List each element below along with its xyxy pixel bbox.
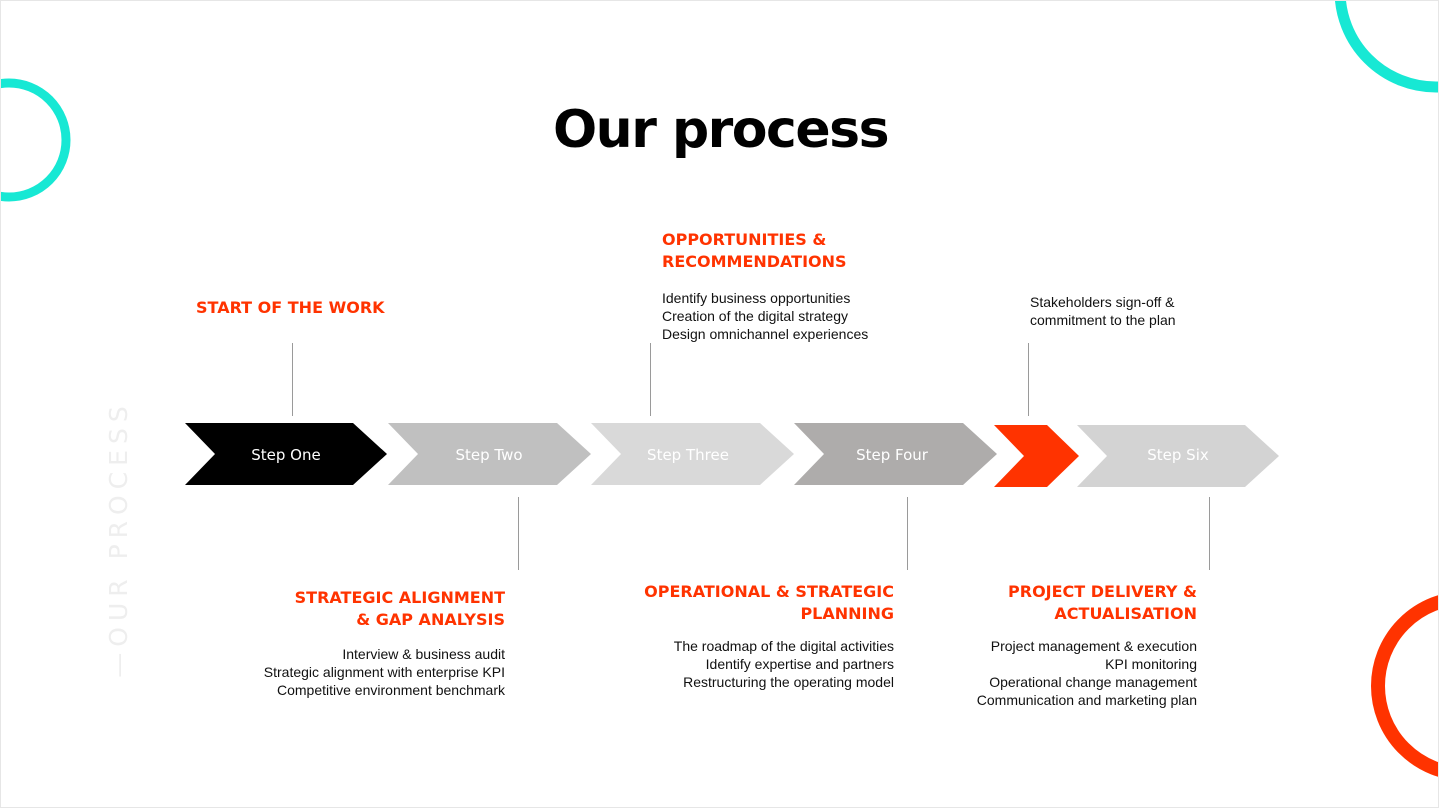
description-line: Strategic alignment with enterprise KPI [263, 664, 505, 680]
connector-phase-6 [1209, 497, 1210, 570]
phase-2-heading: STRATEGIC ALIGNMENT & GAP ANALYSIS [295, 587, 505, 631]
phase-6-description: Project management & execution KPI monit… [977, 637, 1197, 709]
chevron-step-4 [794, 423, 997, 485]
teal-ring-top-right [1335, 1, 1438, 93]
phase-4-description: The roadmap of the digital activities Id… [674, 637, 894, 691]
heading-line: RECOMMENDATIONS [662, 252, 847, 271]
connector-phase-5 [1028, 343, 1029, 416]
heading-line: OPERATIONAL & STRATEGIC [644, 582, 894, 601]
heading-line: STRATEGIC ALIGNMENT [294, 588, 505, 607]
connector-phase-3 [650, 343, 651, 416]
step-1-label: Step One [251, 446, 321, 464]
description-line: KPI monitoring [1105, 656, 1197, 672]
description-line: Design omnichannel experiences [662, 326, 869, 342]
phase-3-heading: OPPORTUNITIES & RECOMMENDATIONS [662, 229, 847, 273]
description-line: Creation of the digital strategy [662, 308, 848, 324]
red-ring-bottom-right [1371, 595, 1438, 777]
step-6-label: Step Six [1147, 446, 1209, 464]
description-line: Competitive environment benchmark [277, 682, 505, 698]
description-line: Identify expertise and partners [705, 656, 894, 672]
description-line: Communication and marketing plan [976, 692, 1197, 708]
phase-4-heading: OPERATIONAL & STRATEGIC PLANNING [644, 581, 894, 625]
phase-6-heading: PROJECT DELIVERY & ACTUALISATION [1008, 581, 1197, 625]
chevron-step-1 [185, 423, 387, 485]
phase-5-description: Stakeholders sign-off & commitment to th… [1030, 293, 1176, 329]
description-line: commitment to the plan [1030, 312, 1176, 328]
phase-2-description: Interview & business audit Strategic ali… [264, 645, 505, 699]
description-line: Project management & execution [990, 638, 1197, 654]
heading-line: PROJECT DELIVERY & [1008, 582, 1197, 601]
description-line: Operational change management [989, 674, 1197, 690]
step-4-label: Step Four [856, 446, 928, 464]
description-line: Stakeholders sign-off & [1030, 294, 1175, 310]
connector-phase-2 [518, 497, 519, 570]
step-2-label: Step Two [455, 446, 523, 464]
teal-ring-left [1, 78, 71, 202]
connector-phase-4 [907, 497, 908, 570]
phase-1-heading: START OF THE WORK [196, 297, 385, 319]
chevron-step-5 [994, 425, 1079, 487]
description-line: The roadmap of the digital activities [673, 638, 894, 654]
chevron-step-2 [388, 423, 591, 485]
page-title: Our process [552, 100, 890, 160]
description-line: Interview & business audit [342, 646, 505, 662]
description-line: Restructuring the operating model [683, 674, 894, 690]
heading-line: OPPORTUNITIES & [662, 230, 827, 249]
connector-phase-1 [292, 343, 293, 416]
chevron-step-3 [591, 423, 794, 485]
heading-line: & GAP ANALYSIS [356, 610, 505, 629]
description-line: Identify business opportunities [662, 290, 851, 306]
chevron-step-6 [1077, 425, 1279, 487]
heading-line: START OF THE WORK [196, 298, 385, 317]
phase-3-description: Identify business opportunities Creation… [662, 289, 868, 343]
heading-line: PLANNING [800, 604, 894, 623]
step-3-label: Step Three [647, 446, 729, 464]
heading-line: ACTUALISATION [1054, 604, 1197, 623]
